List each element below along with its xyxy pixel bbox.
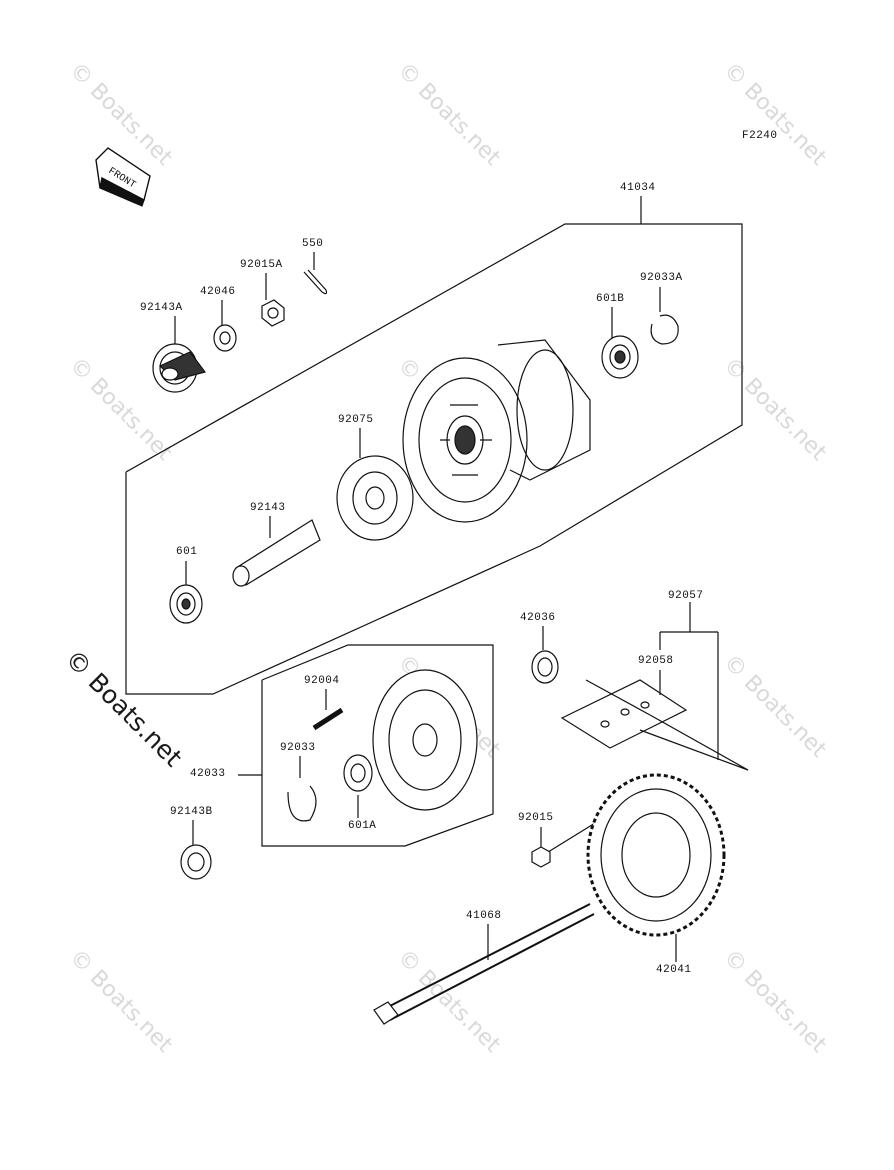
sprocket-carrier <box>372 669 478 811</box>
nut-92015A <box>261 299 285 327</box>
part-label-92058[interactable]: 92058 <box>638 655 674 667</box>
wheel-hub <box>402 339 591 523</box>
bearing-601A <box>343 754 373 792</box>
part-label-601A[interactable]: 601A <box>348 820 377 832</box>
nut-92015 <box>531 846 551 868</box>
part-label-41068[interactable]: 41068 <box>466 910 502 922</box>
part-label-42046[interactable]: 42046 <box>200 286 236 298</box>
circlip-92033 <box>287 785 317 822</box>
part-label-92075[interactable]: 92075 <box>338 414 374 426</box>
part-label-42036[interactable]: 42036 <box>520 612 556 624</box>
hub-assembly-outline <box>125 223 743 695</box>
part-label-41034[interactable]: 41034 <box>620 182 656 194</box>
washer-42046 <box>213 324 237 352</box>
damper-92075 <box>336 455 414 541</box>
sprocket-carrier-outline <box>261 644 494 847</box>
front-arrow-icon: FRONT <box>95 147 151 207</box>
part-label-92143A[interactable]: 92143A <box>140 302 183 314</box>
part-label-550[interactable]: 550 <box>302 238 324 250</box>
part-label-92004[interactable]: 92004 <box>304 675 340 687</box>
diagram-code: F2240 <box>742 130 778 142</box>
collar-92143B <box>180 844 212 880</box>
part-label-92015A[interactable]: 92015A <box>240 259 283 271</box>
rear-sprocket-42041 <box>586 773 726 937</box>
part-label-42033[interactable]: 42033 <box>190 768 226 780</box>
part-label-92057[interactable]: 92057 <box>668 590 704 602</box>
stud-92004 <box>312 707 344 731</box>
part-label-92143[interactable]: 92143 <box>250 502 286 514</box>
part-label-92015[interactable]: 92015 <box>518 812 554 824</box>
part-label-92143B[interactable]: 92143B <box>170 806 213 818</box>
circlip-92033A <box>650 314 679 345</box>
collar-92143A <box>152 343 207 393</box>
cotter-pin-550 <box>303 269 328 295</box>
part-label-92033[interactable]: 92033 <box>280 742 316 754</box>
axle-41068 <box>373 903 595 1025</box>
bushing-42036 <box>531 650 559 684</box>
spacer-92143 <box>232 519 321 587</box>
part-label-92033A[interactable]: 92033A <box>640 272 683 284</box>
bearing-601B <box>601 335 639 379</box>
part-label-601[interactable]: 601 <box>176 546 198 558</box>
drive-chain-92057 <box>560 679 749 771</box>
part-label-42041[interactable]: 42041 <box>656 964 692 976</box>
bearing-601 <box>169 584 203 624</box>
part-label-601B[interactable]: 601B <box>596 293 625 305</box>
